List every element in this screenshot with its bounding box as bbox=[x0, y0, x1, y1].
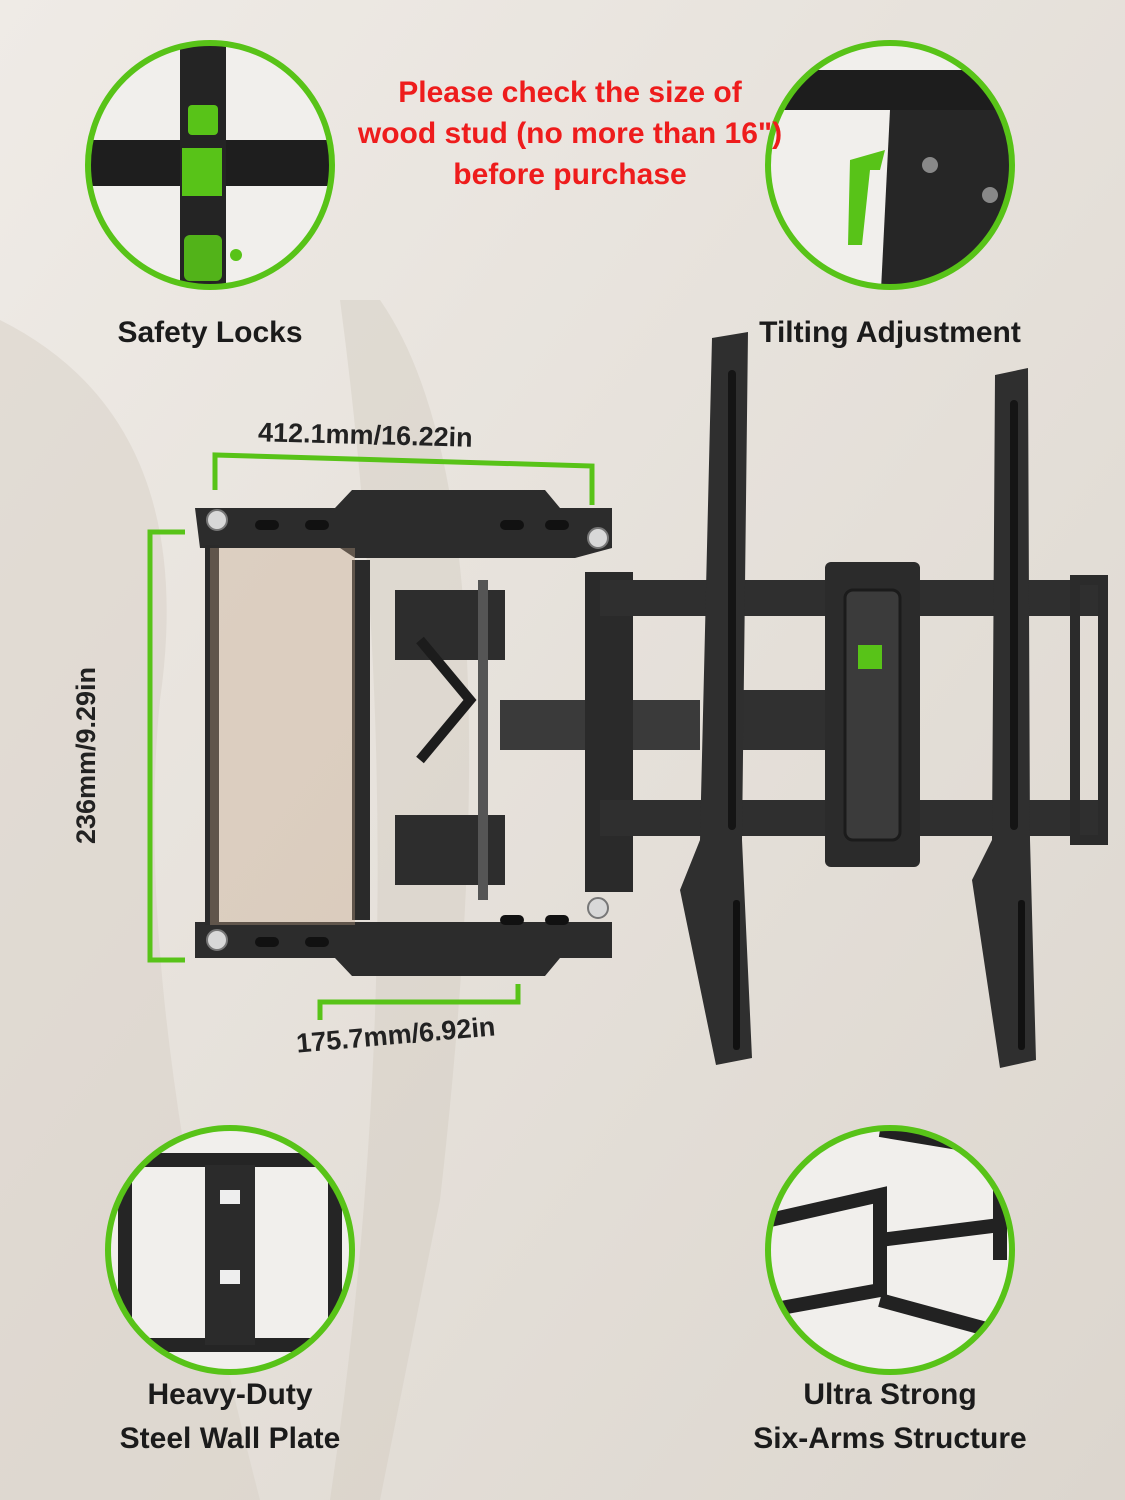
dimension-lines bbox=[147, 452, 595, 1020]
tilt-bracket bbox=[825, 562, 920, 867]
tv-mount bbox=[195, 332, 1108, 1068]
six-arms-detail bbox=[765, 1125, 1015, 1375]
wall-plate bbox=[195, 490, 612, 976]
caption-six-arms-line-2: Six-Arms Structure bbox=[753, 1422, 1027, 1455]
caption-wall-plate-line-2: Steel Wall Plate bbox=[119, 1422, 341, 1455]
dimension-width-label: 412.1mm/16.22in bbox=[257, 417, 474, 453]
caption-wall-plate: Heavy-Duty Steel Wall Plate bbox=[60, 1373, 400, 1461]
safety-locks-detail bbox=[85, 40, 335, 290]
caption-wall-plate-line-1: Heavy-Duty bbox=[147, 1378, 313, 1411]
wall-plate-detail bbox=[105, 1125, 355, 1375]
warning-line-1: Please check the size of bbox=[398, 76, 742, 109]
caption-six-arms-line-1: Ultra Strong bbox=[803, 1378, 977, 1411]
caption-tilting-adjustment: Tilting Adjustment bbox=[759, 316, 1021, 349]
vertical-tv-arms bbox=[680, 332, 1036, 1068]
brand-logo bbox=[858, 645, 882, 669]
warning-line-2: wood stud (no more than 16") bbox=[357, 117, 783, 150]
caption-safety-locks: Safety Locks bbox=[117, 316, 303, 349]
caption-six-arms: Ultra Strong Six-Arms Structure bbox=[710, 1373, 1070, 1461]
warning-line-3: before purchase bbox=[453, 158, 687, 191]
stud-size-warning: Please check the size of wood stud (no m… bbox=[300, 72, 840, 195]
dimension-height-label: 236mm/9.29in bbox=[71, 666, 102, 845]
